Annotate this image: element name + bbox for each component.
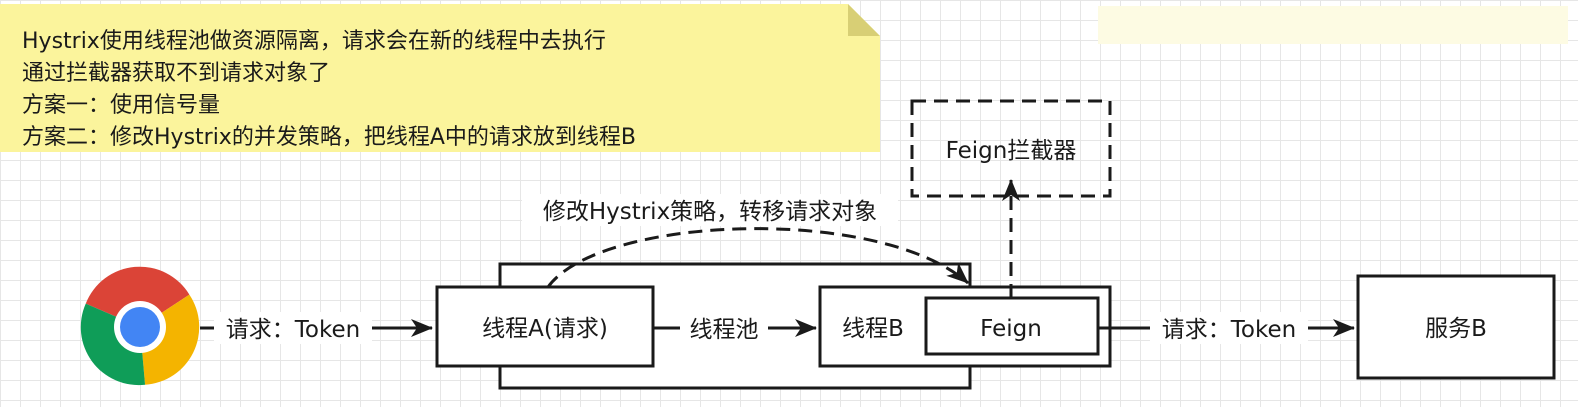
note-line-2: 通过拦截器获取不到请求对象了 [22, 61, 330, 86]
chrome-icon [80, 266, 200, 386]
feign-node: Feign [924, 296, 1100, 356]
edge-label-request-token-1: 请求：Token [226, 317, 360, 343]
feign-interceptor-node: Feign拦截器 [910, 99, 1112, 198]
edge-thread-a-to-thread-b: 线程池 [653, 312, 817, 344]
edge-label-strategy: 修改Hystrix策略，转移请求对象 [543, 199, 877, 225]
service-b-label: 服务B [1425, 316, 1487, 342]
feign-label: Feign [980, 316, 1042, 342]
note-background [0, 4, 880, 152]
note-fold [848, 4, 880, 36]
highlight-strip [1098, 6, 1568, 44]
thread-a-label: 线程A(请求) [482, 316, 608, 342]
edge-browser-to-thread-a: 请求：Token [200, 312, 433, 344]
feign-interceptor-label: Feign拦截器 [946, 138, 1077, 164]
edge-label-request-token-2: 请求：Token [1162, 317, 1296, 343]
service-b-node: 服务B [1356, 274, 1556, 380]
thread-b-label: 线程B [842, 316, 904, 342]
sticky-note: Hystrix使用线程池做资源隔离，请求会在新的线程中去执行 通过拦截器获取不到… [0, 4, 880, 152]
note-line-3: 方案一：使用信号量 [22, 93, 220, 118]
edge-strategy-transfer: 修改Hystrix策略，转移请求对象 [522, 194, 969, 288]
note-line-1: Hystrix使用线程池做资源隔离，请求会在新的线程中去执行 [22, 29, 606, 54]
note-line-4: 方案二：修改Hystrix的并发策略，把线程A中的请求放到线程B [22, 125, 636, 150]
thread-a-node: 线程A(请求) [435, 285, 655, 368]
edge-label-threadpool: 线程池 [690, 317, 759, 343]
edge-feign-to-service-b: 请求：Token [1098, 312, 1355, 344]
